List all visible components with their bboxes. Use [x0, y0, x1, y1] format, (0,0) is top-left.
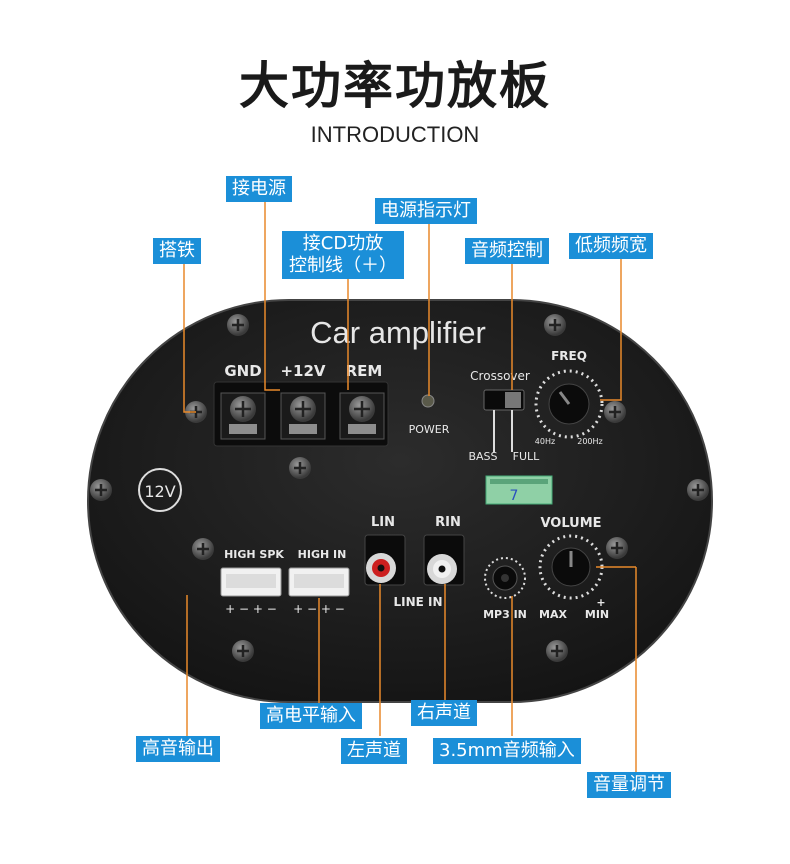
callout-right-channel: 右声道: [411, 700, 477, 726]
freq-min-label: 40Hz: [535, 437, 555, 446]
max-label: MAX: [539, 608, 567, 621]
freq-max-label: 200Hz: [577, 437, 602, 446]
min-label: MIN: [585, 608, 609, 621]
crossover-switch[interactable]: [483, 389, 525, 452]
mp3-jack[interactable]: [484, 557, 526, 599]
callout-treble-out: 高音输出: [136, 736, 220, 762]
page-title: 大功率功放板: [239, 57, 551, 115]
high-spk-label: HIGH SPK: [224, 548, 284, 561]
callout-cd-control-line2: 控制线（＋）: [289, 255, 397, 276]
chip-label: 7: [485, 475, 553, 505]
terminal-rem-label: REM: [346, 362, 383, 380]
callout-volume-adjust: 音量调节: [587, 772, 671, 798]
brand-text: Car amplifier: [310, 315, 486, 350]
high-spk-polarity: + − + −: [225, 602, 277, 616]
rca-right-jack[interactable]: [423, 534, 465, 586]
terminal-12v-label: +12V: [280, 362, 325, 380]
plus-label: +: [596, 596, 605, 609]
callout-bass-bandwidth: 低频频宽: [569, 233, 653, 259]
svg-text:7: 7: [510, 488, 519, 504]
rin-label: RIN: [435, 515, 461, 530]
volume-label: VOLUME: [540, 516, 601, 531]
callout-left-channel: 左声道: [341, 738, 407, 764]
power-terminal-block[interactable]: [213, 381, 389, 447]
page-subtitle: INTRODUCTION: [310, 122, 480, 147]
rca-left-jack[interactable]: [364, 534, 406, 586]
callout-cd-control: 接CD功放 控制线（＋）: [282, 231, 404, 279]
line-in-label: LINE IN: [393, 595, 442, 609]
freq-label: FREQ: [551, 349, 587, 363]
high-in-label: HIGH IN: [298, 548, 347, 561]
power-led: [421, 394, 435, 408]
high-in-connector[interactable]: [288, 567, 350, 597]
screws: [90, 314, 709, 662]
callout-power-in: 接电源: [226, 176, 292, 202]
high-spk-connector[interactable]: [220, 567, 282, 597]
power-label: POWER: [409, 423, 450, 436]
callout-power-led: 电源指示灯: [375, 198, 477, 224]
freq-knob[interactable]: [534, 369, 604, 439]
callout-mp3-in: 3.5mm音频输入: [433, 738, 581, 764]
lin-label: LIN: [371, 515, 395, 530]
bass-label: BASS: [468, 450, 497, 463]
voltage-badge: 12V: [138, 468, 182, 512]
callout-ground: 搭铁: [153, 238, 201, 264]
mp3-in-label: MP3 IN: [483, 608, 527, 621]
full-label: FULL: [513, 450, 541, 463]
terminal-gnd-label: GND: [224, 362, 261, 380]
crossover-label: Crossover: [470, 369, 530, 383]
callout-cd-control-line1: 接CD功放: [302, 233, 384, 254]
callout-tone-control: 音频控制: [465, 238, 549, 264]
callout-high-level-in: 高电平输入: [260, 703, 362, 729]
svg-text:12V: 12V: [144, 482, 175, 501]
